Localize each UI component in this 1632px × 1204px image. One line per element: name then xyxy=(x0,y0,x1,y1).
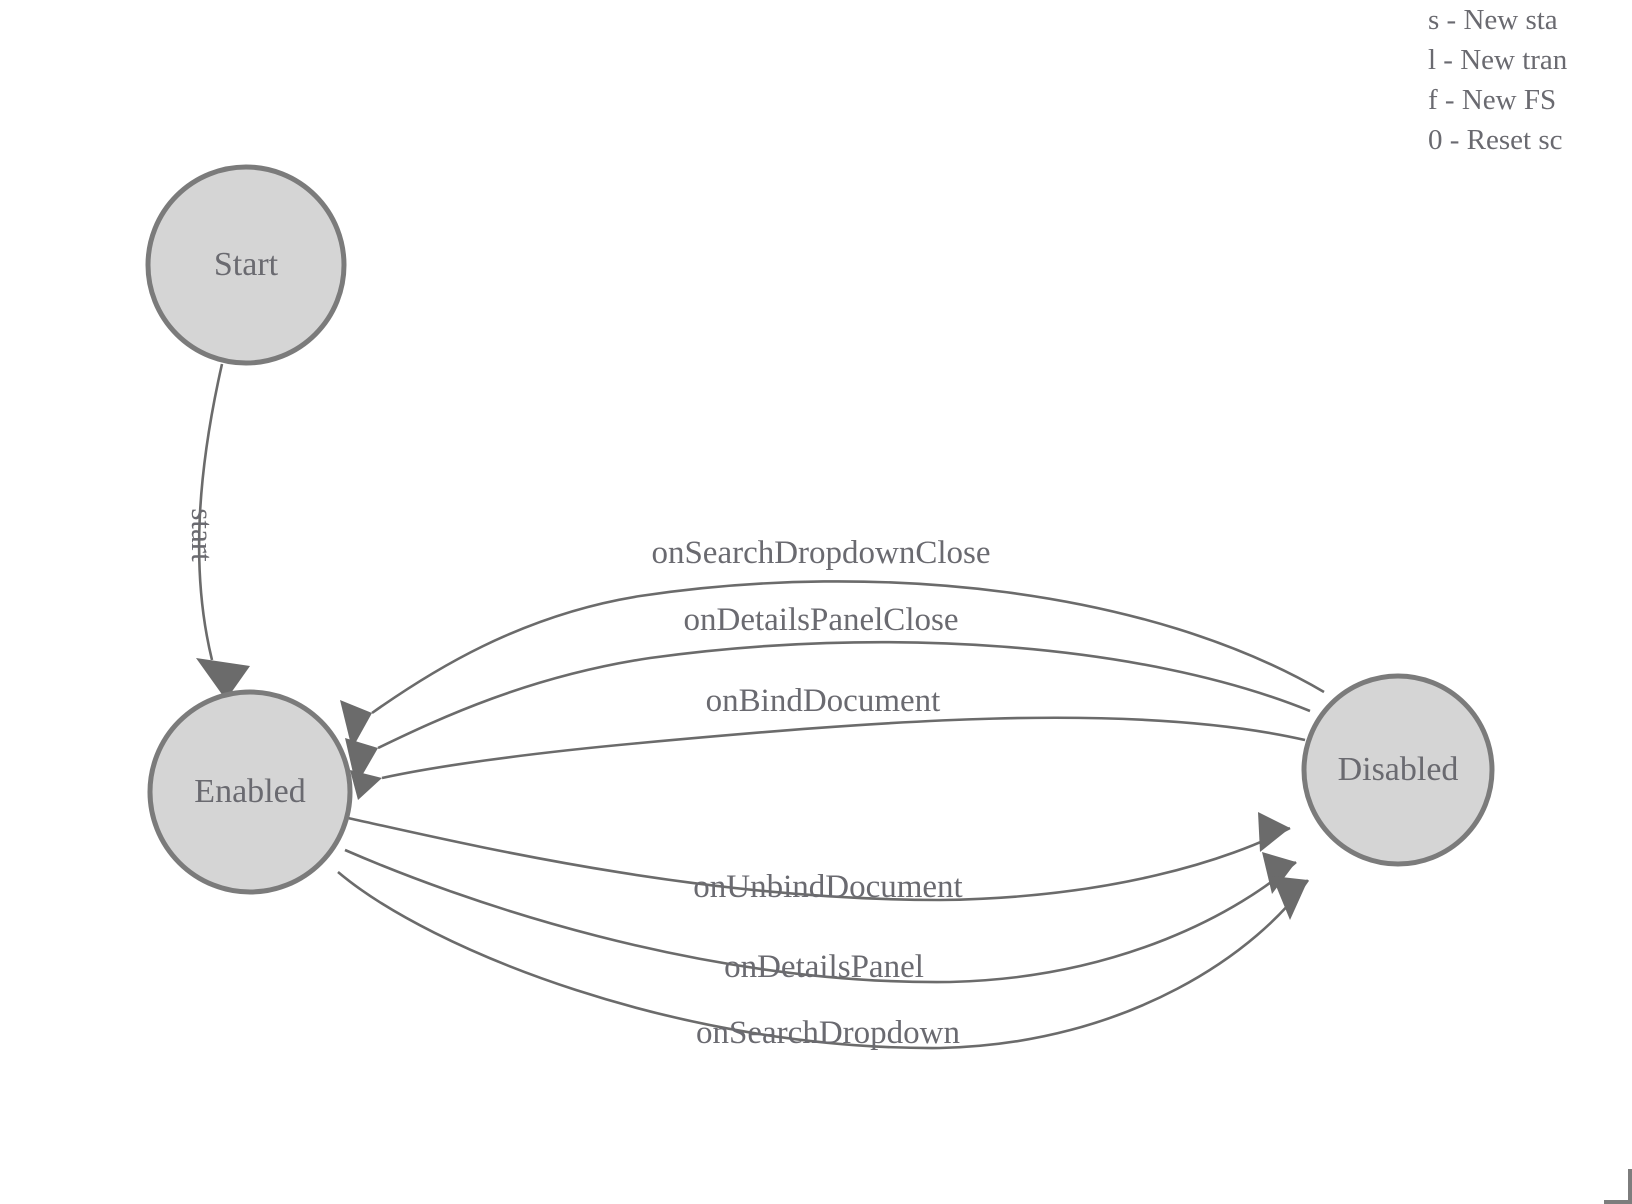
node-disabled-label: Disabled xyxy=(1338,751,1459,788)
arrowhead-start xyxy=(196,658,250,700)
legend-line-new-transition: l - New tran xyxy=(1428,44,1568,76)
node-disabled[interactable]: Disabled xyxy=(1301,673,1495,867)
arrowhead-onBindDocument xyxy=(350,770,382,800)
edge-label-onBindDocument: onBindDocument xyxy=(706,683,941,719)
legend-panel: s - New sta l - New tran f - New FS 0 - … xyxy=(1428,0,1632,160)
edge-label-onDetailsPanelClose: onDetailsPanelClose xyxy=(684,602,959,638)
edge-onUnbindDocument[interactable] xyxy=(347,816,1291,902)
node-enabled-label: Enabled xyxy=(194,773,305,810)
edge-onDetailsPanelClose[interactable] xyxy=(377,640,1311,750)
edge-group-enabled-to-disabled xyxy=(337,812,1310,1050)
edge-onSearchDropdownClose[interactable] xyxy=(371,580,1325,715)
legend-line-reset: 0 - Reset sc xyxy=(1428,124,1563,156)
arrowhead-onDetailsPanel xyxy=(1262,852,1296,894)
node-start-circle[interactable] xyxy=(145,164,347,366)
node-start[interactable]: Start xyxy=(145,164,347,366)
edge-label-onSearchDropdownClose: onSearchDropdownClose xyxy=(651,535,990,571)
edge-onDetailsPanel[interactable] xyxy=(344,848,1297,984)
legend-line-new-fsm: f - New FS xyxy=(1428,84,1557,116)
arrowhead-onSearchDropdownClose xyxy=(340,700,372,749)
node-enabled-circle[interactable] xyxy=(147,689,353,895)
edge-group-start-to-enabled xyxy=(196,363,250,700)
resize-corner-vertical-bar xyxy=(1628,1169,1632,1204)
edge-onBindDocument[interactable] xyxy=(381,716,1306,780)
edge-group-disabled-to-enabled xyxy=(340,580,1325,800)
edge-label-onSearchDropdown: onSearchDropdown xyxy=(696,1015,960,1051)
arrowhead-onUnbindDocument xyxy=(1258,812,1290,852)
node-start-label: Start xyxy=(214,246,279,283)
arrowhead-onSearchDropdown xyxy=(1272,876,1308,920)
edge-start[interactable] xyxy=(197,363,224,661)
node-disabled-circle[interactable] xyxy=(1301,673,1495,867)
node-enabled[interactable]: Enabled xyxy=(147,689,353,895)
edge-label-onUnbindDocument: onUnbindDocument xyxy=(693,869,962,905)
edge-label-onDetailsPanel: onDetailsPanel xyxy=(724,949,924,985)
legend-line-new-state: s - New sta xyxy=(1428,4,1558,36)
resize-corner-horizontal-bar xyxy=(1604,1200,1632,1204)
edge-onSearchDropdown[interactable] xyxy=(337,871,1310,1050)
resize-corner-handle[interactable] xyxy=(1604,1169,1632,1204)
edge-label-start: start xyxy=(185,508,220,562)
